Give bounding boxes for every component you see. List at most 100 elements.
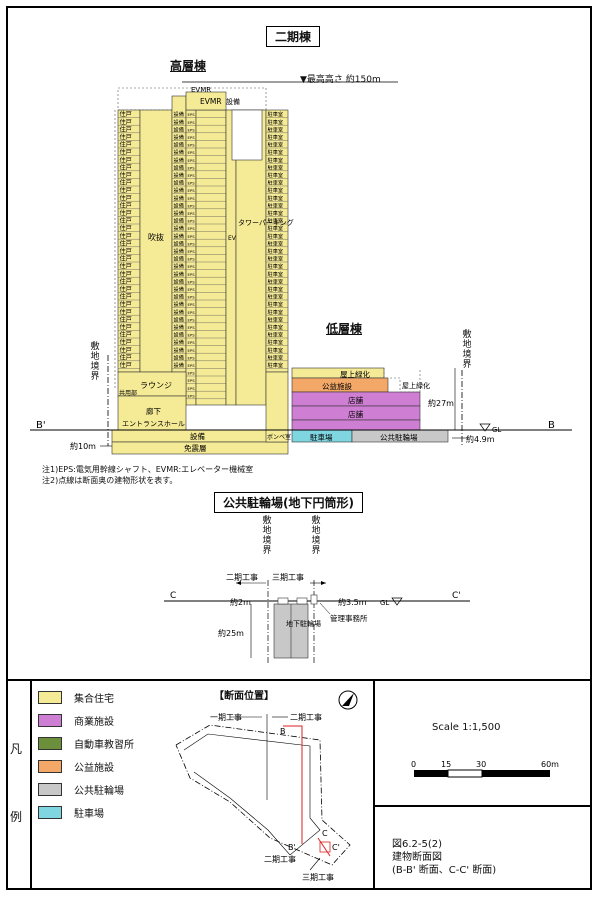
location-map: 一期工事 二期工事 B B' 二期工事 三期工事 C C' — [175, 690, 358, 882]
floor-label: EPS — [188, 257, 196, 262]
phase3-label-map: 三期工事 — [302, 872, 334, 882]
floor-label: EPS — [188, 264, 196, 269]
legend-swatch — [38, 759, 62, 773]
dist-3-5m-label: 約3.5m — [338, 597, 367, 607]
shaft-column — [195, 109, 227, 406]
floor-label: EPS — [188, 249, 196, 254]
floor-label: 設備 — [174, 331, 184, 339]
phase2-label: 二期工事 — [226, 572, 258, 582]
floor-label: EPS — [188, 127, 196, 132]
boundary-label-left: 敷地境界 — [90, 342, 100, 382]
lounge-block — [117, 371, 187, 397]
legend-item: 自動車教習所 — [38, 736, 134, 751]
north-arrow-icon — [342, 693, 354, 706]
cylinder-room-label: ボンベ室 — [267, 433, 291, 441]
floor-label: 駐車室 — [268, 308, 284, 316]
floor-label: 駐車室 — [268, 141, 284, 149]
floor-label: 駐車室 — [268, 163, 284, 171]
c-prime-label-map: C' — [332, 843, 340, 852]
floor-label: 住戸 — [120, 247, 132, 255]
section-line-bb — [283, 725, 303, 844]
seismic-isolation-layer — [111, 441, 289, 455]
lower-right-block — [265, 371, 289, 431]
floor-label: 設備 — [174, 163, 184, 171]
scale-bar: 0 15 30 60m — [411, 760, 559, 778]
parking-label: 駐車場 — [310, 432, 333, 442]
surface-block-1 — [277, 597, 289, 605]
floor-label: 設備 — [174, 156, 184, 164]
floor-label: EPS — [188, 234, 196, 239]
floor-label: 設備 — [174, 110, 184, 118]
legend-item: 集合住宅 — [38, 690, 114, 705]
floor-label: 住戸 — [120, 133, 132, 141]
floor-label: 駐車室 — [268, 331, 284, 339]
legend-swatch — [38, 782, 62, 796]
high-rise-label: 高層棟 — [170, 59, 207, 73]
floor-label: 設備 — [174, 270, 184, 278]
corridor-label: 廊下 — [146, 406, 161, 416]
floor-label: 設備 — [174, 141, 184, 149]
legend-swatch — [38, 736, 62, 750]
floor-label: 駐車室 — [268, 255, 284, 263]
floor-label: EPS — [188, 196, 196, 201]
floor-label: 住戸 — [120, 346, 132, 354]
floor-label: EPS — [188, 363, 196, 368]
floor-label: 住戸 — [120, 171, 132, 179]
floor-label: EPS — [188, 393, 196, 398]
floor-label: 設備 — [174, 118, 184, 126]
gl-marker-cc — [391, 597, 403, 606]
phase3-label: 三期工事 — [272, 572, 304, 582]
figure-number: 図6.2-5(2) — [392, 839, 443, 850]
bicycle-parking-label: 公共駐輪場 — [380, 432, 418, 442]
floor-label: EPS — [188, 302, 196, 307]
floor-label: 住戸 — [120, 217, 132, 225]
floor-label: 駐車室 — [268, 323, 284, 331]
floor-label: 住戸 — [120, 118, 132, 126]
note-2: 注2)点線は断面奥の建物形状を表す。 — [42, 476, 178, 485]
tower-parking-label: タワーパーキング — [238, 218, 294, 227]
floor-label: 住戸 — [120, 270, 132, 278]
dist-4-9m-label: 約4.9m — [466, 434, 495, 444]
phase2-arrow-head — [236, 581, 241, 585]
scale-seg-3 — [482, 770, 550, 777]
b-prime-label-map: B' — [288, 843, 296, 852]
floor-label: 住戸 — [120, 323, 132, 331]
floor-label: 設備 — [174, 300, 184, 308]
floor-label: 住戸 — [120, 148, 132, 156]
floor-label: 住戸 — [120, 338, 132, 346]
legend-label: 集合住宅 — [74, 693, 114, 705]
residence-floors-right: 駐車室駐車室駐車室駐車室駐車室駐車室駐車室駐車室駐車室駐車室駐車室駐車室駐車室駐… — [266, 110, 288, 369]
floor-label: 設備 — [174, 239, 184, 247]
floor-label: EPS — [188, 279, 196, 284]
entrance-block — [117, 395, 187, 431]
phase3-leader — [309, 857, 321, 871]
floor-label: EPS — [188, 378, 196, 383]
eps-floors: EPSEPSEPSEPSEPSEPSEPSEPSEPSEPSEPSEPSEPSE… — [186, 112, 196, 399]
tower-parking-void — [231, 109, 263, 161]
floor-label: EPS — [188, 158, 196, 163]
b-prime-label: B' — [36, 420, 46, 431]
seismic-layer-label: 免震層 — [184, 443, 207, 453]
floor-label: 住戸 — [120, 186, 132, 194]
floor-label: EPS — [188, 241, 196, 246]
scale-divider — [373, 805, 592, 807]
floor-label: 設備 — [174, 217, 184, 225]
right-panel-divider — [373, 679, 375, 890]
legend-label: 自動車教習所 — [74, 739, 134, 751]
floor-label: 設備 — [174, 285, 184, 293]
atrium-label: 吹抜 — [148, 232, 164, 242]
floor-label: 設備 — [174, 323, 184, 331]
divider-top — [6, 679, 592, 681]
public-facility-label: 公益施設 — [322, 381, 352, 391]
floor-label: 住戸 — [120, 141, 132, 149]
rooftop-dotted — [383, 368, 421, 393]
figure-name: 建物断面図 — [392, 852, 442, 863]
floor-label: 駐車室 — [268, 346, 284, 354]
floor-label: 設備 — [174, 247, 184, 255]
entrance-label: エントランスホール — [122, 420, 185, 428]
floor-label: 駐車室 — [268, 232, 284, 240]
legend-swatch — [38, 690, 62, 704]
shop-label-2: 店舗 — [348, 409, 363, 419]
surface-block-2 — [296, 597, 308, 605]
floor-label: 住戸 — [120, 300, 132, 308]
